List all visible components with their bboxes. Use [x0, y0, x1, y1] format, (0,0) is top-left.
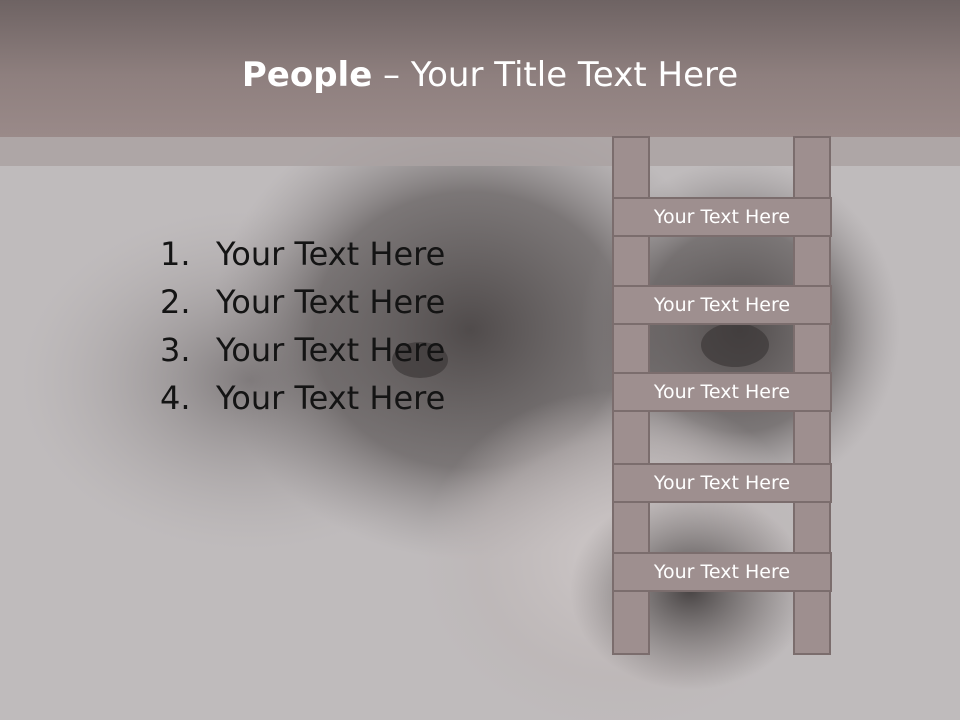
- list-item: 3. Your Text Here: [160, 326, 445, 374]
- ladder-step: Your Text Here: [612, 197, 832, 237]
- list-text: Your Text Here: [216, 331, 446, 369]
- ladder-step: Your Text Here: [612, 285, 832, 325]
- list-text: Your Text Here: [216, 283, 446, 321]
- slide-title: People – Your Title Text Here: [0, 52, 960, 98]
- list-number: 4.: [160, 379, 191, 417]
- numbered-list: 1. Your Text Here 2. Your Text Here 3. Your…: [160, 230, 445, 422]
- ladder-step: Your Text Here: [612, 372, 832, 412]
- list-item: 2. Your Text Here: [160, 278, 445, 326]
- title-bold: People: [241, 55, 373, 95]
- list-number: 2.: [160, 283, 191, 321]
- list-number: 3.: [160, 331, 191, 369]
- list-text: Your Text Here: [216, 379, 446, 417]
- list-number: 1.: [160, 235, 191, 273]
- title-bar: [0, 0, 960, 137]
- title-text: – Your Title Text Here: [372, 55, 739, 95]
- ladder-step: Your Text Here: [612, 552, 832, 592]
- list-item: 1. Your Text Here: [160, 230, 445, 278]
- ladder-step: Your Text Here: [612, 463, 832, 503]
- list-item: 4. Your Text Here: [160, 374, 445, 422]
- list-text: Your Text Here: [216, 235, 446, 273]
